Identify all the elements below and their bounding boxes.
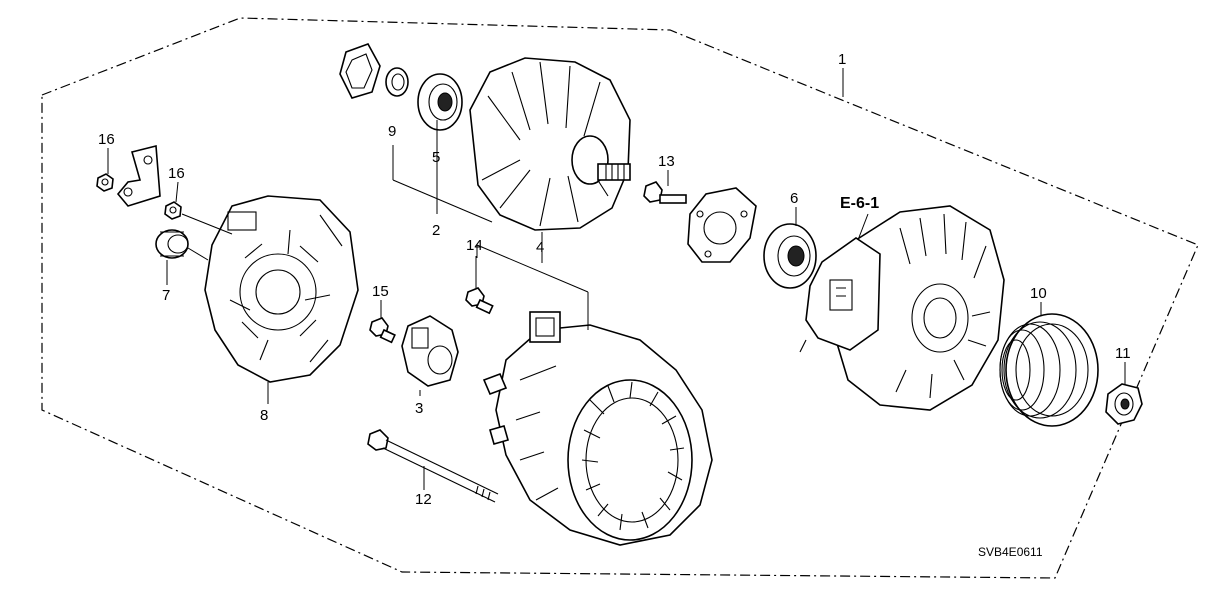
callout-1: 1 [838,51,846,68]
stator-housing [482,311,713,546]
seal-ring [339,43,409,99]
brush-holder [401,315,459,387]
callout-6: 6 [790,190,798,207]
bolt-15 [369,317,396,344]
front-bearing [417,73,463,131]
rear-bushing [155,229,189,259]
rear-bracket [204,195,359,383]
callout-8: 8 [260,407,268,424]
rear-bearing [763,223,817,289]
callout-16-right: 16 [168,165,185,182]
callout-15: 15 [372,283,389,300]
pulley-nut [1105,383,1143,425]
callout-2: 2 [432,222,440,239]
callout-9: 9 [388,123,396,140]
nut-16-upper [96,173,114,192]
rotor [469,57,631,231]
bolt-14 [465,287,494,315]
callout-13: 13 [658,153,675,170]
section-reference: E-6-1 [840,195,879,212]
callout-3: 3 [415,400,423,417]
callout-7: 7 [162,287,170,304]
callout-16-left: 16 [98,131,115,148]
callout-12: 12 [415,491,432,508]
nut-16-lower [164,201,182,220]
rear-housing-regulator [799,205,1005,411]
through-bolt [367,429,499,503]
callout-4: 4 [536,239,544,256]
assembly-boundary [41,17,1199,579]
terminal-plate [116,144,161,207]
callout-10: 10 [1030,285,1047,302]
diagram-code: SVB4E0611 [978,545,1043,559]
callout-11: 11 [1115,345,1131,362]
bolt-13 [643,181,687,204]
pulley [999,313,1099,427]
leader-lines [107,68,1126,490]
callout-14: 14 [466,237,483,254]
callout-5: 5 [432,149,440,166]
bearing-retainer [687,187,757,263]
